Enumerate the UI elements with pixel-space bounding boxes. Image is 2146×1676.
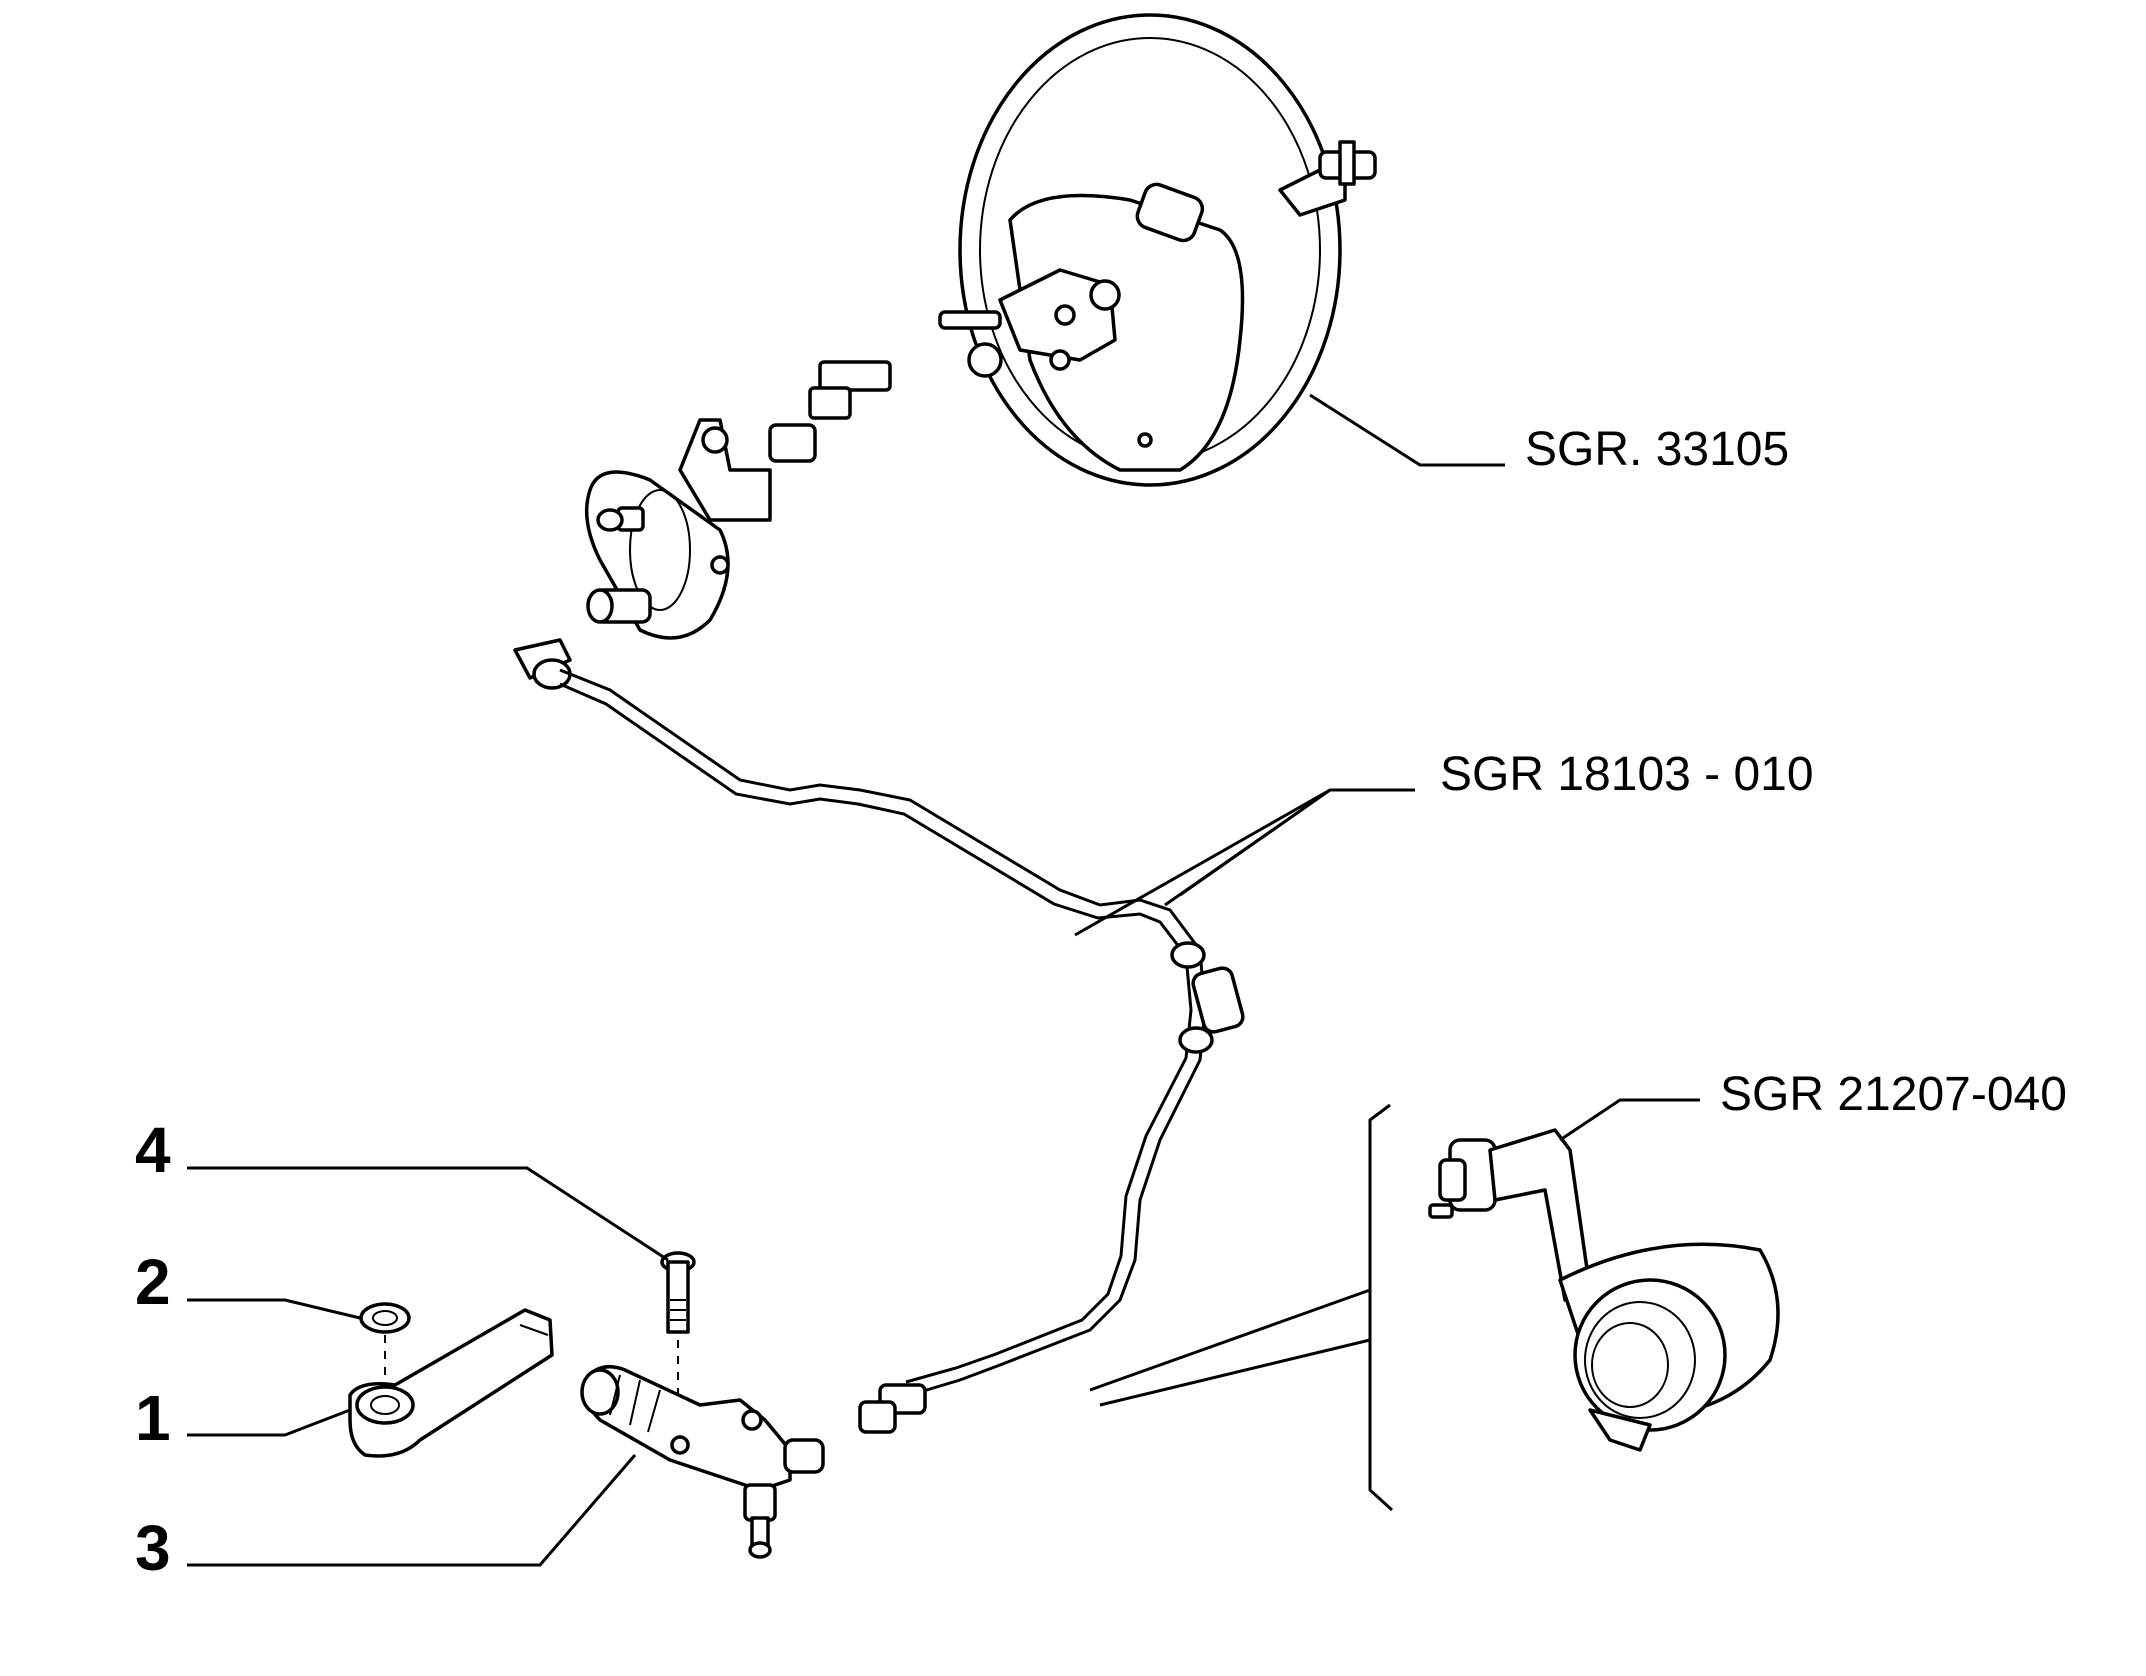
leader-line-part-4 [187,1166,669,1262]
ref-label-slave-cylinder: SGR 21207-040 [1720,1068,2067,1121]
clutch-cylinder-drawing [580,1364,825,1559]
ref-label-booster: SGR. 33105 [1525,423,1789,476]
part-number-1: 1 [135,1382,171,1454]
washer-drawing [359,1302,411,1400]
leader-line-part-1 [187,1408,351,1437]
leader-line-part-3 [187,1454,637,1567]
leader-line-part-2 [187,1298,361,1320]
part-number-4: 4 [135,1114,171,1186]
part-number-2: 2 [135,1246,171,1318]
leader-line-hydraulic-b [1074,788,1331,937]
leader-line-hydraulic [1164,788,1415,907]
lever-drawing [348,1308,554,1458]
slave-cylinder-drawing [1089,1103,1780,1512]
brake-booster-drawing [938,13,1377,487]
leader-line-booster [1309,393,1505,467]
ref-label-hydraulic-line: SGR 18103 - 010 [1440,748,1814,801]
master-cylinder-drawing [584,360,892,640]
bolt-drawing [660,1251,696,1430]
leader-line-slave [1559,1098,1700,1142]
hydraulic-line-drawing [513,638,1245,1434]
part-number-3: 3 [135,1512,171,1584]
